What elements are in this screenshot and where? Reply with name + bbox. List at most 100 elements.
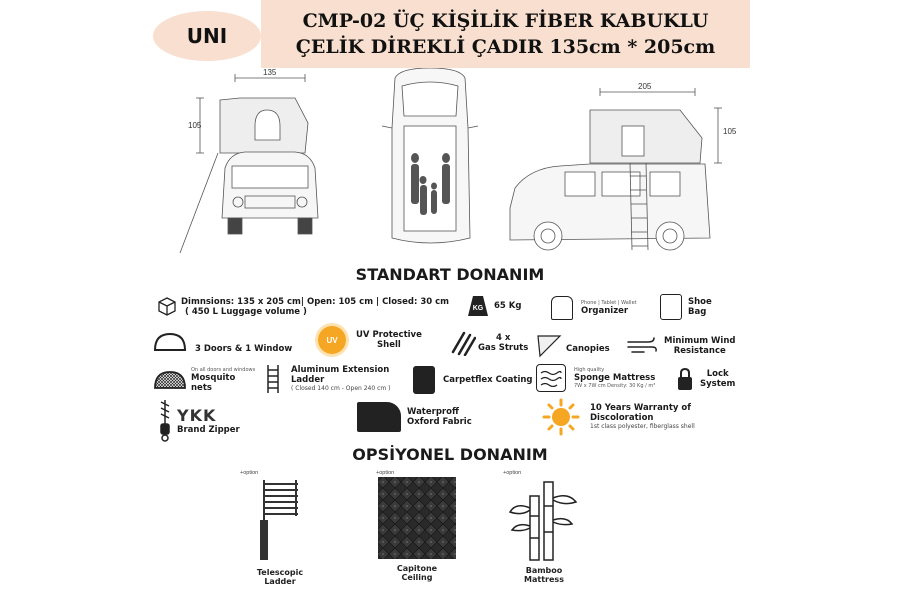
mosquito-text-1: Mosquito [191, 373, 236, 383]
luggage-text: ( 450 L Luggage volume ) [185, 307, 307, 317]
feature-lock: Lock System [676, 366, 735, 392]
feature-oxford-fabric: Waterproff Oxford Fabric [357, 402, 472, 432]
technical-drawings: 135 105 205 105 [179, 68, 737, 254]
mosquito-small-text: On all doors and windows [191, 367, 256, 373]
carpet-text: Carpetflex Coating [443, 375, 533, 385]
lock-icon [676, 366, 694, 392]
feature-aluminum-ladder: Aluminum Extension Ladder ( Closed 140 c… [263, 364, 390, 394]
gas-struts-icon [450, 330, 476, 356]
side-length-label: 205 [638, 82, 652, 91]
option-capitone-ceiling: +option Capitone Ceiling [376, 470, 458, 582]
front-view-drawing [179, 74, 319, 254]
dimensions-cube-icon [153, 293, 181, 321]
lock-text-1: Lock [706, 369, 729, 379]
sun-icon [542, 398, 580, 436]
feature-carpetflex: Carpetflex Coating [413, 366, 533, 394]
telescopic-ladder-icon [260, 480, 298, 560]
option-label-1: Bamboo [525, 566, 563, 575]
feature-mosquito-nets: On all doors and windows Mosquito nets [153, 367, 255, 393]
lock-text-2: System [700, 379, 736, 389]
ykk-text: Brand Zipper [177, 424, 240, 435]
weight-text: 65 Kg [494, 301, 522, 311]
feature-warranty: 10 Years Warranty of Discoloration 1st c… [542, 398, 695, 436]
front-height-label: 105 [188, 121, 202, 130]
option-telescopic-ladder: +option Telescopic Ladder [240, 470, 320, 586]
feature-gas-struts: 4 x Gas Struts [450, 330, 528, 356]
feature-shoe-bag: Shoe Bag [660, 294, 712, 320]
ykk-logo: YKK [177, 405, 217, 425]
shoe-bag-icon [660, 294, 682, 320]
mattress-icon [536, 364, 566, 392]
oxford-text-1: Waterproff [407, 407, 459, 417]
option-tag: +option [240, 470, 259, 476]
shoe-bag-text-2: Bag [688, 307, 707, 317]
capitone-ceiling-icon [378, 477, 456, 559]
page-title: CMP-02 ÜÇ KİŞİLİK FİBER KABUKLU ÇELİK Dİ… [261, 0, 750, 68]
ladder-icon [263, 364, 283, 394]
title-line-1: CMP-02 ÜÇ KİŞİLİK FİBER KABUKLU [302, 10, 709, 32]
canopies-text: Canopies [566, 344, 610, 354]
struts-text-2: Gas Struts [478, 343, 529, 353]
mosquito-text-2: nets [191, 383, 212, 393]
warranty-text-2: Discoloration [590, 413, 654, 423]
wind-icon [626, 336, 658, 356]
feature-organizer: Phone | Tablet | Wallet Organizer [551, 296, 637, 320]
bamboo-icon [508, 481, 578, 561]
option-tag: +option [376, 470, 395, 476]
option-label-2: Mattress [524, 575, 564, 584]
ladder-text-1: Aluminum Extension [291, 365, 390, 375]
option-label-1: Telescopic [256, 568, 304, 577]
feature-doors: 3 Doors & 1 Window [153, 330, 292, 354]
uv-badge-text: UV [326, 335, 338, 345]
feature-ykk-zipper: YKK Brand Zipper [157, 398, 240, 442]
side-view-drawing [509, 88, 722, 251]
shoe-bag-text-1: Shoe [688, 297, 712, 307]
organizer-icon [551, 296, 573, 320]
organizer-text: Organizer [581, 306, 629, 316]
wind-text-2: Resistance [673, 346, 726, 356]
sponge-small-text: High quality [574, 367, 605, 373]
struts-text-1: 4 x [495, 333, 511, 343]
tent-doors-icon [153, 331, 187, 353]
oxford-fabric-icon [357, 402, 401, 432]
feature-wind-resistance: Minimum Wind Resistance [626, 336, 736, 356]
option-label-2: Ladder [264, 577, 296, 586]
doors-text: 3 Doors & 1 Window [195, 344, 293, 354]
title-line-2: ÇELİK DİREKLİ ÇADIR 135cm * 205cm [295, 36, 716, 58]
ladder-text-2: Ladder [291, 375, 325, 385]
ladder-text-3: ( Closed 140 cm - Open 240 cm ) [291, 385, 391, 392]
uv-sun-icon: UV [318, 326, 346, 354]
carpet-icon [413, 366, 435, 394]
warranty-text-3: 1st class polyester, fiberglass shell [590, 423, 695, 430]
front-width-label: 135 [263, 68, 277, 77]
top-view-drawing [381, 68, 479, 244]
mosquito-net-icon [153, 369, 187, 391]
organizer-small-text: Phone | Tablet | Wallet [581, 300, 637, 306]
wind-text-1: Minimum Wind [664, 336, 736, 346]
oxford-text-2: Oxford Fabric [407, 417, 472, 427]
option-tag: +option [503, 470, 522, 476]
optional-equipment-title: OPSİYONEL DONANIM [352, 445, 548, 464]
brand-badge: UNI [153, 11, 261, 61]
weight-kg-icon: KG [468, 296, 488, 316]
canopies-icon [536, 334, 562, 358]
side-height-label: 105 [723, 127, 737, 136]
standard-equipment-title: STANDART DONANIM [355, 265, 545, 284]
sponge-spec-text: 7W x 7W cm Density: 30 Kg / m³ [574, 383, 656, 389]
sponge-text: Sponge Mattress [574, 373, 656, 383]
uv-text-1: UV Protective [356, 330, 422, 340]
option-label-1: Capitone [396, 564, 438, 573]
weight-badge-text: KG [472, 304, 484, 312]
feature-canopies: Canopies [536, 334, 610, 358]
feature-weight: KG 65 Kg [468, 296, 521, 316]
option-label-2: Ceiling [401, 573, 433, 582]
brand-text: UNI [186, 24, 228, 48]
option-bamboo-mattress: +option Bamboo Mattress [503, 470, 585, 584]
uv-text-2: Shell [377, 340, 401, 350]
feature-dimensions: Dimnsions: 135 x 205 cm| Open: 105 cm | … [153, 293, 449, 321]
feature-uv-shell: UV UV Protective Shell [318, 326, 422, 354]
zipper-icon [157, 398, 173, 442]
feature-sponge-mattress: High quality Sponge Mattress 7W x 7W cm … [536, 364, 655, 392]
dimensions-text: Dimnsions: 135 x 205 cm| Open: 105 cm | … [181, 297, 450, 307]
warranty-text-1: 10 Years Warranty of [590, 403, 691, 413]
